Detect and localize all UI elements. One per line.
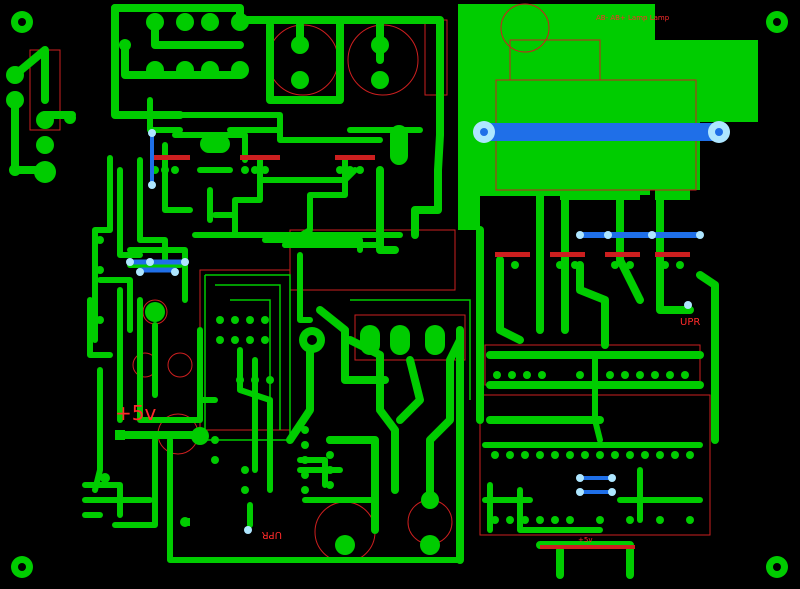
vias [126,121,730,534]
upr-label-right: UPR [680,317,700,328]
component-pads [6,13,694,555]
upr-label-bottom: UPR [262,529,282,540]
plus-5v-label: +5v [115,401,156,425]
ab-lamp-label: AB- AB+ Lamp Lamp [596,14,670,22]
mounting-holes [11,11,788,578]
plus-5v-small-label: +5v [578,536,592,544]
copper-traces [11,4,719,579]
copper-pour-power [458,4,758,230]
thin-traces [204,274,471,441]
transistor-tabs [150,155,690,549]
bottom-copper-traces [127,123,727,494]
